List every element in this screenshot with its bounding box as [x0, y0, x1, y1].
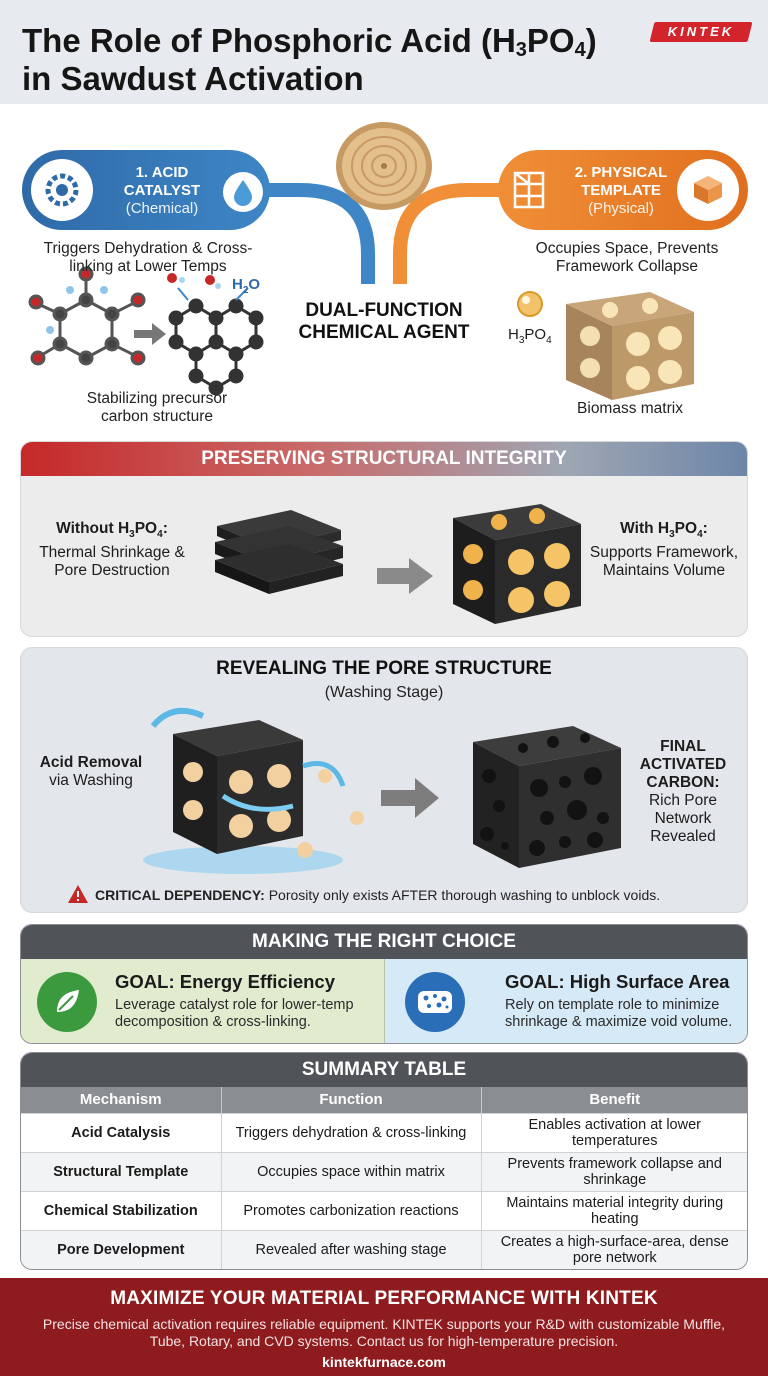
pore-structure-title: REVEALING THE PORE STRUCTURE	[216, 658, 552, 679]
activated-carbon-block-icon	[473, 726, 621, 868]
goal-energy-efficiency: GOAL: Energy Efficiency Leverage catalys…	[21, 959, 385, 1043]
gear-drop-icon	[31, 159, 93, 221]
with-acid-text: With H3PO4: Supports Framework, Maintain…	[589, 520, 739, 580]
table-cell: Maintains material integrity during heat…	[481, 1190, 747, 1230]
footer-title: MAXIMIZE YOUR MATERIAL PERFORMANCE WITH …	[110, 1288, 658, 1309]
right-choice-title: MAKING THE RIGHT CHOICE	[21, 925, 747, 959]
table-header-row: Mechanism Function Benefit	[21, 1087, 747, 1113]
acid-catalyst-title: 1. ACID CATALYST	[123, 164, 201, 199]
collapsed-carbon-icon	[215, 510, 343, 594]
structural-integrity-panel: PRESERVING STRUCTURAL INTEGRITY Without …	[20, 441, 748, 637]
arrow-icon	[377, 558, 433, 594]
table-cell: Pore Development	[21, 1229, 222, 1269]
goal-surface-area: GOAL: High Surface Area Rely on template…	[385, 959, 747, 1043]
connector-lines	[28, 122, 694, 400]
acid-catalyst-subtitle: (Chemical)	[125, 200, 199, 217]
summary-table: Mechanism Function Benefit Acid Catalysi…	[21, 1087, 747, 1269]
table-cell: Chemical Stabilization	[21, 1190, 222, 1230]
footer-link[interactable]: kintekfurnace.com	[322, 1354, 446, 1370]
kintek-logo[interactable]: KINTEK	[649, 22, 753, 42]
arrow-icon	[381, 778, 439, 818]
structural-integrity-title: PRESERVING STRUCTURAL INTEGRITY	[21, 442, 747, 476]
physical-template-subtitle: (Physical)	[588, 200, 654, 217]
header: The Role of Phosphoric Acid (H3PO4) in S…	[0, 0, 768, 104]
table-cell: Prevents framework collapse and shrinkag…	[481, 1151, 747, 1191]
column-header-mechanism: Mechanism	[21, 1087, 222, 1113]
wood-log-icon	[336, 122, 432, 210]
cube-icon	[677, 159, 739, 221]
table-cell: Triggers dehydration & cross-linking	[221, 1112, 482, 1152]
dual-function-label: DUAL-FUNCTION CHEMICAL AGENT	[298, 300, 470, 343]
washing-cube-icon	[143, 707, 364, 874]
reaction-arrow-icon	[134, 323, 166, 345]
table-row: Pore Development Revealed after washing …	[21, 1229, 747, 1269]
table-row: Structural Template Occupies space withi…	[21, 1151, 747, 1191]
goal-energy-text: Leverage catalyst role for lower-temp de…	[115, 997, 354, 1030]
table-cell: Promotes carbonization reactions	[221, 1190, 482, 1230]
footer-cta: MAXIMIZE YOUR MATERIAL PERFORMANCE WITH …	[0, 1278, 768, 1376]
acid-droplet-icon	[517, 291, 543, 317]
molecule-before-icon	[28, 266, 146, 366]
biomass-caption: Biomass matrix	[577, 400, 683, 417]
table-cell: Creates a high-surface-area, dense pore …	[481, 1229, 747, 1269]
physical-template-description: Occupies Space, Prevents Framework Colla…	[535, 240, 719, 275]
summary-table-title: SUMMARY TABLE	[21, 1053, 747, 1087]
footer-text: Precise chemical activation requires rel…	[42, 1316, 726, 1349]
water-drop-icon	[223, 172, 263, 212]
goal-energy-title: GOAL: Energy Efficiency	[115, 971, 335, 992]
warning-icon	[67, 884, 89, 907]
supported-carbon-cube-icon	[453, 504, 581, 624]
dual-function-section: 1. ACID CATALYST (Chemical) 2. PHYSICAL …	[0, 104, 768, 436]
water-release-icon	[167, 273, 249, 301]
final-carbon-text: FINAL ACTIVATED CARBON: Rich Pore Networ…	[639, 738, 727, 845]
column-header-function: Function	[221, 1087, 482, 1113]
summary-table-panel: SUMMARY TABLE Mechanism Function Benefit…	[20, 1052, 748, 1270]
leaf-icon	[37, 972, 97, 1032]
h3po4-label: H3PO4	[508, 326, 552, 346]
column-header-benefit: Benefit	[481, 1087, 747, 1113]
table-cell: Revealed after washing stage	[221, 1229, 482, 1269]
critical-dependency-note: CRITICAL DEPENDENCY: Porosity only exist…	[67, 884, 727, 907]
stabilizing-caption: Stabilizing precursor carbon structure	[86, 390, 228, 425]
goal-surface-text: Rely on template role to minimize shrink…	[505, 997, 733, 1030]
pore-structure-panel: REVEALING THE PORE STRUCTURE (Washing St…	[20, 647, 748, 913]
table-cell: Occupies space within matrix	[221, 1151, 482, 1191]
goal-surface-title: GOAL: High Surface Area	[505, 971, 730, 992]
acid-catalyst-pill: 1. ACID CATALYST (Chemical)	[22, 150, 270, 230]
table-cell: Acid Catalysis	[21, 1112, 222, 1152]
without-acid-text: Without H3PO4: Thermal Shrinkage & Pore …	[39, 520, 185, 580]
right-choice-panel: MAKING THE RIGHT CHOICE GOAL: Energy Eff…	[20, 924, 748, 1044]
page-title: The Role of Phosphoric Acid (H3PO4) in S…	[22, 22, 597, 97]
integrity-illustration	[215, 504, 581, 624]
physical-template-title: 2. PHYSICAL TEMPLATE	[574, 164, 668, 199]
table-row: Acid Catalysis Triggers dehydration & cr…	[21, 1112, 747, 1152]
acid-removal-text: Acid Removal via Washing	[39, 754, 143, 789]
table-cell: Enables activation at lower temperatures	[481, 1112, 747, 1152]
sponge-icon	[405, 972, 465, 1032]
water-label: H2O	[232, 276, 261, 296]
table-cell: Structural Template	[21, 1151, 222, 1191]
pore-structure-subtitle: (Washing Stage)	[324, 684, 444, 701]
carbon-lattice-icon	[168, 298, 264, 396]
acid-catalyst-description: Triggers Dehydration & Cross-linking at …	[43, 240, 253, 275]
biomass-template-cube-icon	[566, 292, 694, 400]
scaffold-icon	[512, 170, 546, 215]
physical-template-pill: 2. PHYSICAL TEMPLATE (Physical)	[498, 150, 748, 230]
table-row: Chemical Stabilization Promotes carboniz…	[21, 1190, 747, 1230]
washing-illustration	[143, 707, 621, 874]
